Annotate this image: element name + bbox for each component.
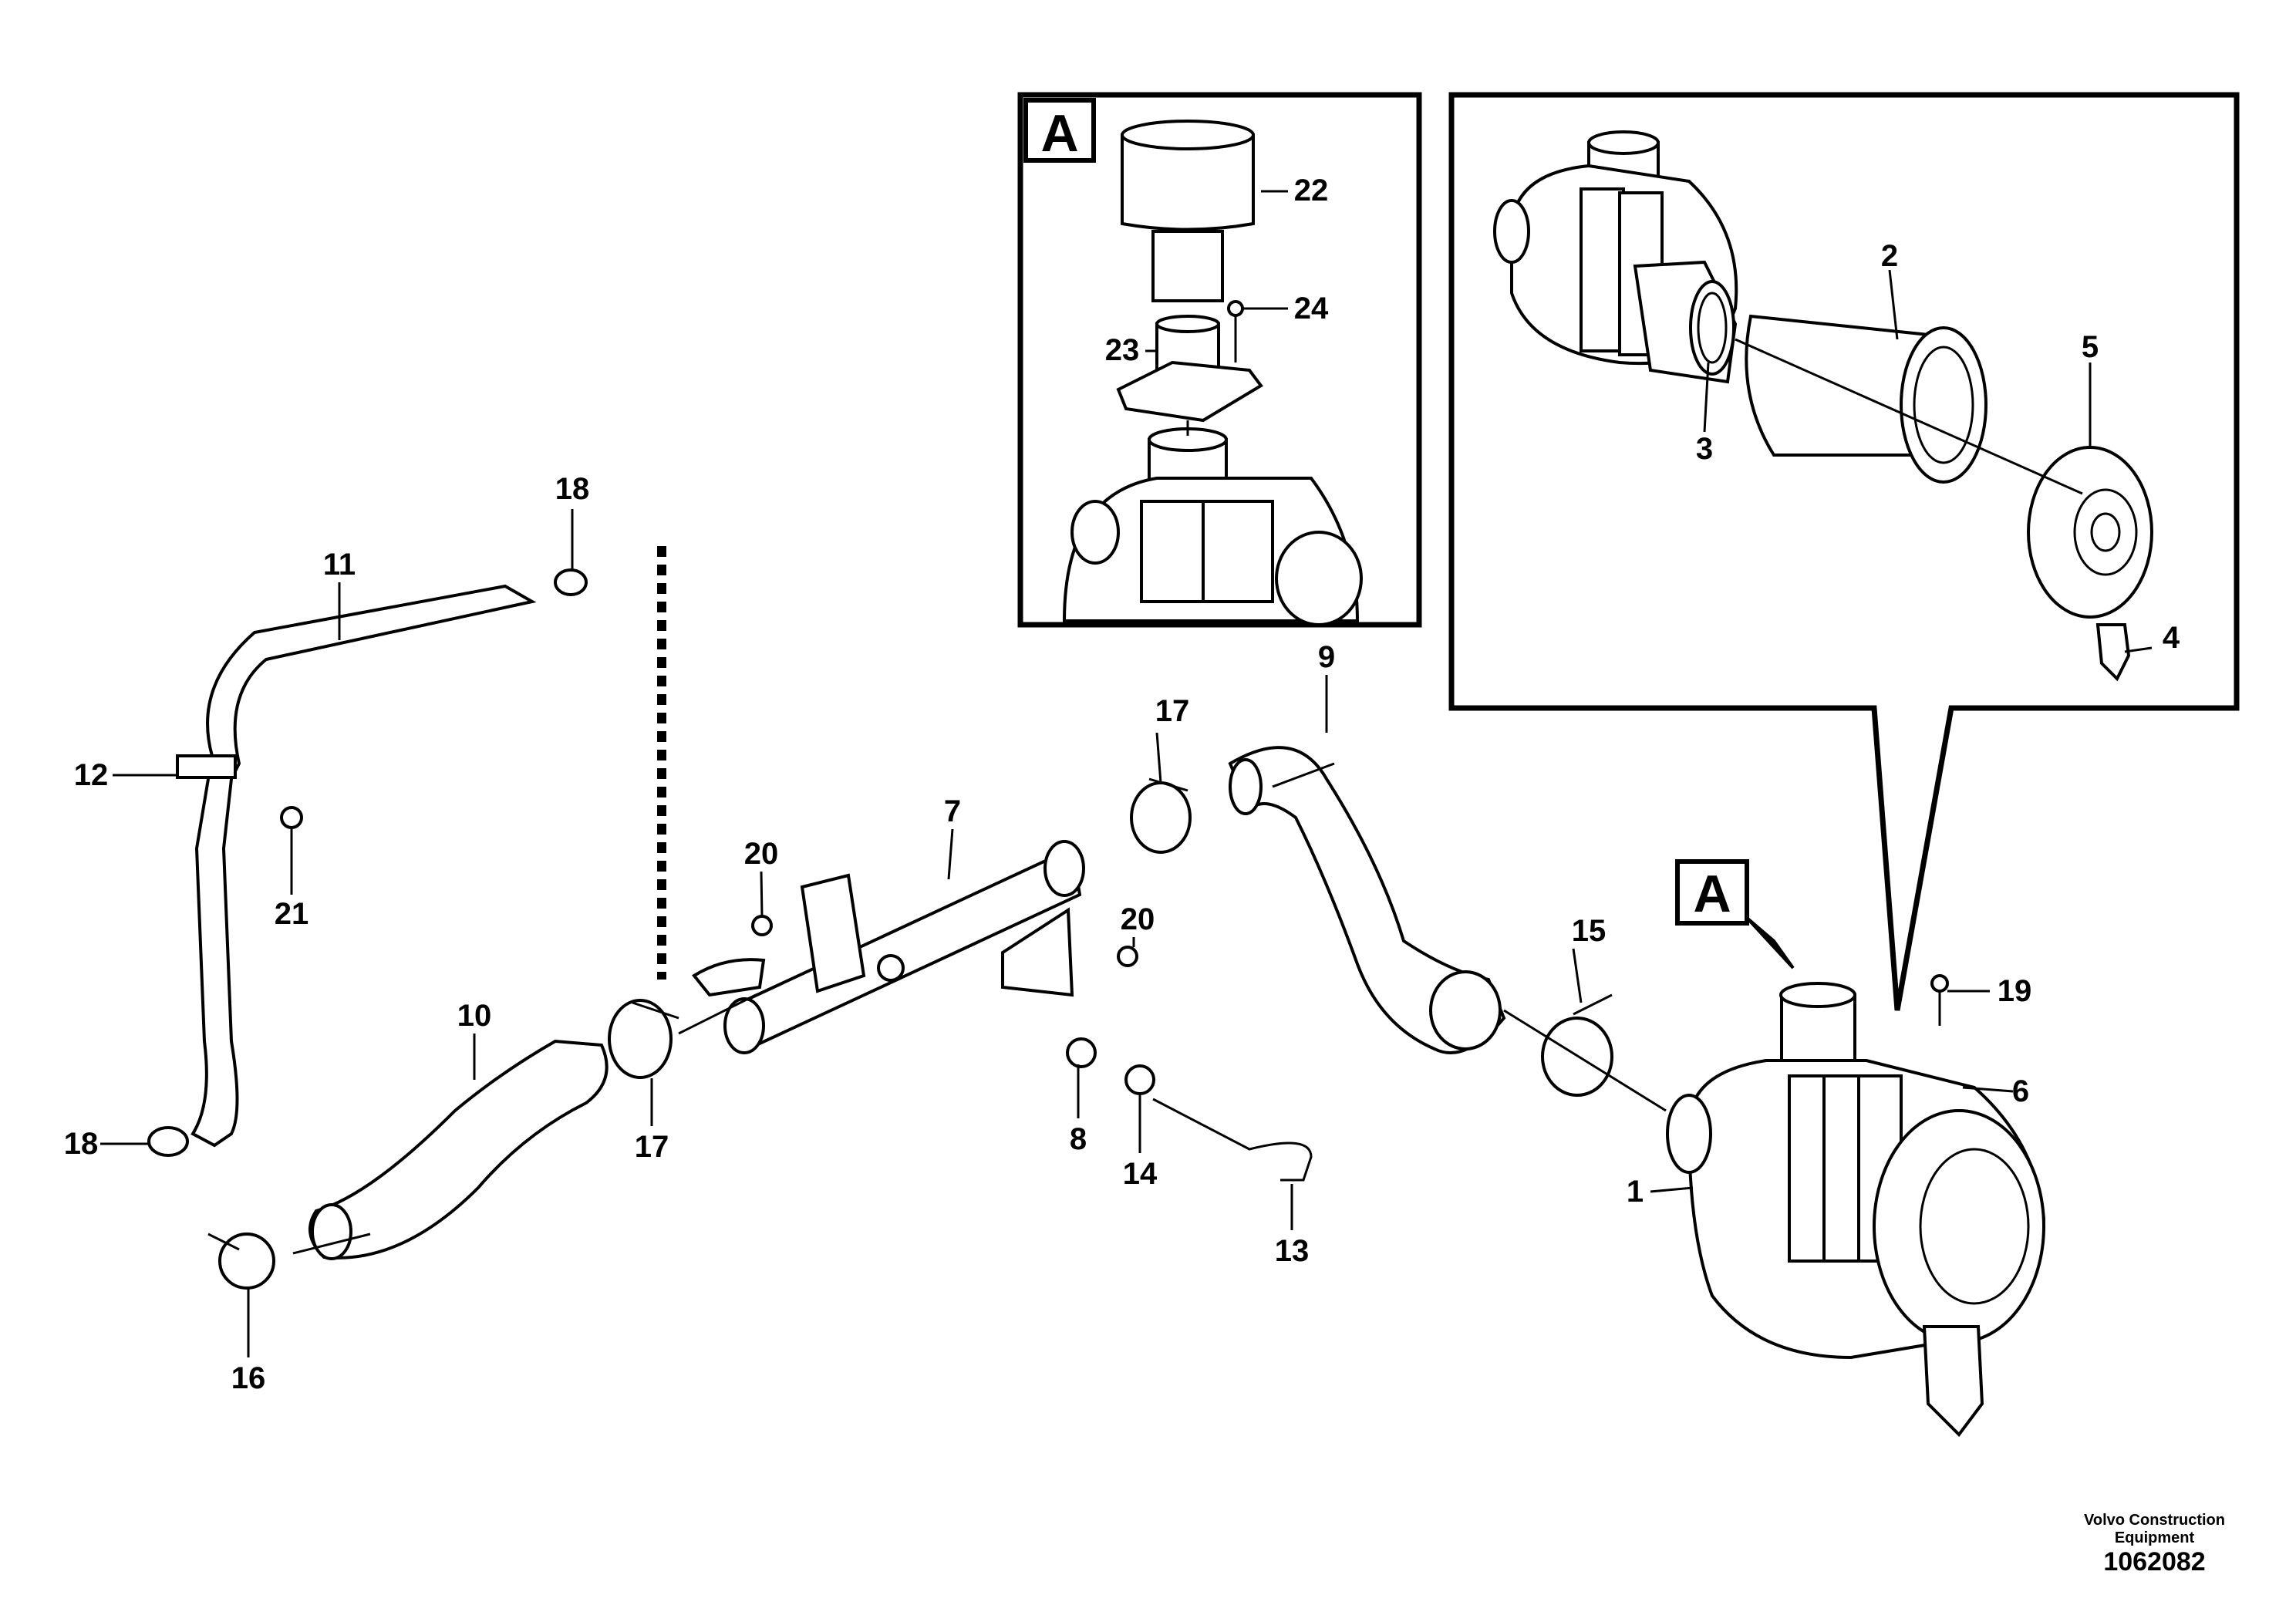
callout-6: 6 — [2012, 1074, 2029, 1108]
callout-14: 14 — [1123, 1157, 1158, 1191]
callout-labels: 2 3 4 5 22 24 23 9 7 20 20 17 15 19 6 1 … — [64, 174, 2180, 1395]
document-number: 1062082 — [2103, 1547, 2206, 1576]
callout-8: 8 — [1070, 1122, 1087, 1156]
detail-a-label: A — [1693, 865, 1731, 923]
main-assembly — [147, 546, 2046, 1438]
footer: Volvo Construction Equipment 1062082 — [2084, 1512, 2225, 1577]
exploded-filter-parts — [1493, 130, 2153, 682]
callout-21: 21 — [275, 897, 309, 931]
inset-a-label: A — [1040, 104, 1078, 163]
callout-11: 11 — [323, 548, 356, 582]
callout-19: 19 — [1998, 974, 2032, 1008]
callout-3: 3 — [1696, 432, 1713, 466]
callout-16: 16 — [231, 1361, 266, 1395]
callout-1: 1 — [1627, 1175, 1644, 1209]
callout-2: 2 — [1881, 239, 1898, 273]
callout-22: 22 — [1294, 174, 1329, 207]
callout-7: 7 — [944, 794, 961, 828]
detail-a-marker: A — [1675, 859, 1795, 969]
callout-20-left: 20 — [744, 837, 779, 871]
callout-17-left: 17 — [635, 1130, 669, 1164]
callout-4: 4 — [2163, 621, 2180, 655]
callout-17-right: 17 — [1155, 694, 1190, 728]
callout-15: 15 — [1572, 914, 1607, 948]
exploded-filter-frame — [1448, 92, 2240, 1011]
callout-13: 13 — [1275, 1234, 1310, 1268]
callout-5: 5 — [2082, 330, 2099, 364]
inset-a-frame: A — [1017, 92, 1422, 628]
callout-23: 23 — [1105, 333, 1140, 367]
callout-20-right: 20 — [1121, 902, 1155, 936]
callout-18-upper: 18 — [555, 472, 590, 506]
inset-a-parts — [1062, 120, 1363, 626]
callout-24: 24 — [1294, 292, 1329, 325]
callout-9: 9 — [1318, 640, 1335, 674]
callout-12: 12 — [74, 758, 109, 792]
callout-18-lower: 18 — [64, 1127, 99, 1161]
company-name-line2: Equipment — [2114, 1529, 2195, 1546]
leader-lines — [100, 190, 2153, 1357]
company-name-line1: Volvo Construction — [2084, 1512, 2225, 1529]
callout-10: 10 — [457, 999, 492, 1033]
